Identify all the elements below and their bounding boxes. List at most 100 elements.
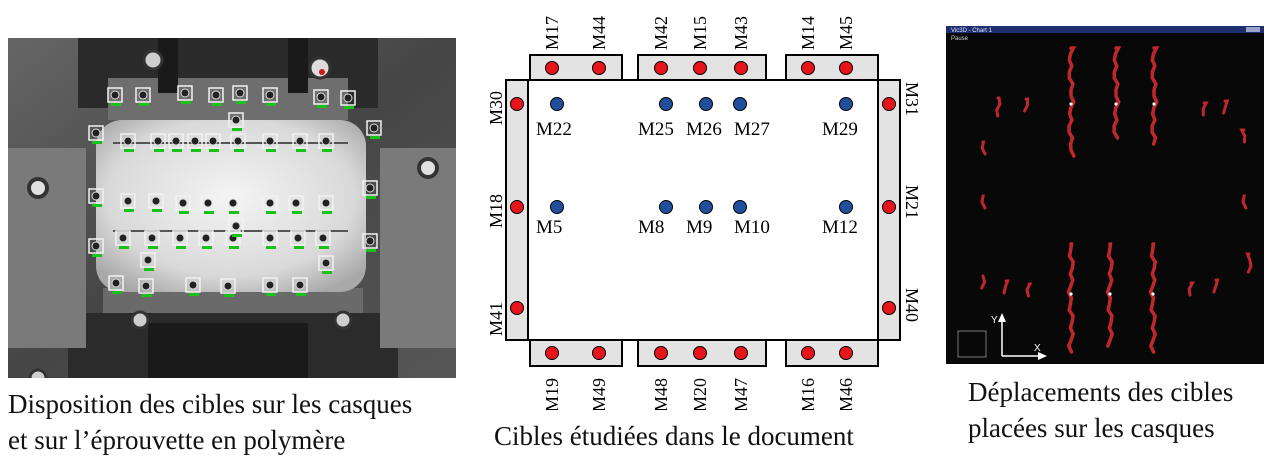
photo-target [88, 238, 104, 257]
center-caption: Cibles étudiées dans le document [494, 421, 854, 451]
displacement-plot: Vic3D - Chart 1 Pause Y X [946, 26, 1264, 364]
label-m42: M42 [651, 16, 671, 50]
photo-target [292, 133, 308, 152]
photo-target [88, 125, 104, 144]
label-m10: M10 [734, 217, 770, 238]
label-m16: M16 [798, 378, 818, 410]
right-caption: Déplacements des cibles placées sur les … [968, 374, 1233, 446]
trace [1002, 279, 1010, 295]
photo-target [140, 252, 156, 271]
trace [1150, 46, 1160, 146]
photo-target [232, 85, 248, 104]
photo-target [208, 87, 224, 106]
trace [1245, 252, 1253, 274]
target-m19 [545, 346, 559, 360]
target-m46 [839, 346, 853, 360]
label-m22: M22 [536, 119, 572, 140]
label-m25: M25 [638, 119, 674, 140]
photo-target [88, 188, 104, 207]
trace [995, 96, 1002, 118]
plot-axis-x: X [1034, 343, 1041, 354]
label-m20: M20 [690, 378, 710, 410]
photo-target [185, 277, 201, 296]
target-m25 [659, 97, 673, 111]
left-caption-line2: et sur l’éprouvette en polymère [8, 425, 346, 455]
photo-target [315, 230, 331, 249]
window-close-icon[interactable] [1246, 27, 1260, 32]
target-m30 [510, 97, 524, 111]
trace [1023, 97, 1029, 113]
trace [1212, 278, 1220, 294]
trace [1067, 46, 1077, 158]
label-m46: M46 [836, 378, 856, 410]
photo-target [362, 233, 378, 252]
target-m9 [699, 200, 713, 214]
photo-target [288, 195, 304, 214]
specimen-photo [8, 38, 456, 388]
target-m27 [733, 97, 747, 111]
photo-target [168, 133, 184, 152]
photo-target [107, 87, 123, 106]
inner-targets-row1: M22 M25 M26 M27 M29 [536, 97, 858, 140]
photo-target [138, 278, 154, 297]
photo-target [318, 133, 334, 152]
target-m18 [510, 200, 524, 214]
label-m41: M41 [488, 302, 506, 336]
photo-target [362, 180, 378, 199]
target-m48 [654, 346, 668, 360]
label-m48: M48 [651, 378, 671, 410]
photo-target [225, 195, 241, 214]
target-m42 [654, 61, 668, 75]
trace [1201, 101, 1209, 117]
label-m49: M49 [589, 378, 609, 410]
label-m45: M45 [836, 16, 856, 50]
bottom-plate-1 [529, 339, 623, 367]
top-targets: M17 M44 M42 M15 M43 M14 M45 [542, 16, 856, 75]
inner-targets-row2: M5 M8 M9 M10 M12 [536, 200, 858, 238]
photo-target [230, 133, 246, 152]
label-m5: M5 [536, 217, 562, 238]
axis-cube-icon [957, 330, 987, 358]
photo-target [198, 230, 214, 249]
target-m20 [693, 346, 707, 360]
photo-target [313, 89, 329, 108]
label-m43: M43 [731, 16, 751, 50]
trace [980, 140, 987, 156]
target-m22 [550, 97, 564, 111]
photo-target [262, 195, 278, 214]
label-m27: M27 [734, 119, 770, 140]
left-caption-line1: Disposition des cibles sur les casques [8, 389, 413, 419]
trace [980, 194, 987, 210]
trace [1239, 128, 1247, 144]
trace [1187, 281, 1195, 297]
photo-target [135, 87, 151, 106]
photo-target [262, 133, 278, 152]
label-m47: M47 [731, 378, 751, 410]
right-caption-line2: placées sur les casques [968, 413, 1215, 443]
plot-axis-y: Y [991, 315, 998, 326]
label-m26: M26 [686, 119, 722, 140]
target-m8 [659, 200, 673, 214]
photo-target [175, 195, 191, 214]
photo-target [205, 133, 221, 152]
top-plate-1 [529, 54, 623, 81]
target-m15 [693, 61, 707, 75]
photo-target [318, 195, 334, 214]
trace [980, 274, 987, 290]
photo-target [262, 277, 278, 296]
target-schematic-panel: M17 M44 M42 M15 M43 M14 M45 M19 M49 M48 … [486, 0, 922, 412]
photo-target [220, 278, 236, 297]
target-m14 [801, 61, 815, 75]
label-m8: M8 [638, 217, 664, 238]
label-m18: M18 [488, 194, 506, 228]
top-plate-3 [785, 54, 879, 81]
label-m29: M29 [822, 119, 858, 140]
trace [1105, 242, 1115, 348]
left-targets: M30 M18 M41 [486, 91, 524, 336]
target-m44 [592, 61, 606, 75]
target-schematic: M17 M44 M42 M15 M43 M14 M45 M19 M49 M48 … [486, 16, 922, 412]
right-caption-line1: Déplacements des cibles [968, 377, 1234, 407]
photo-target [120, 193, 136, 212]
photo-target [177, 85, 193, 104]
photo-target [144, 230, 160, 249]
